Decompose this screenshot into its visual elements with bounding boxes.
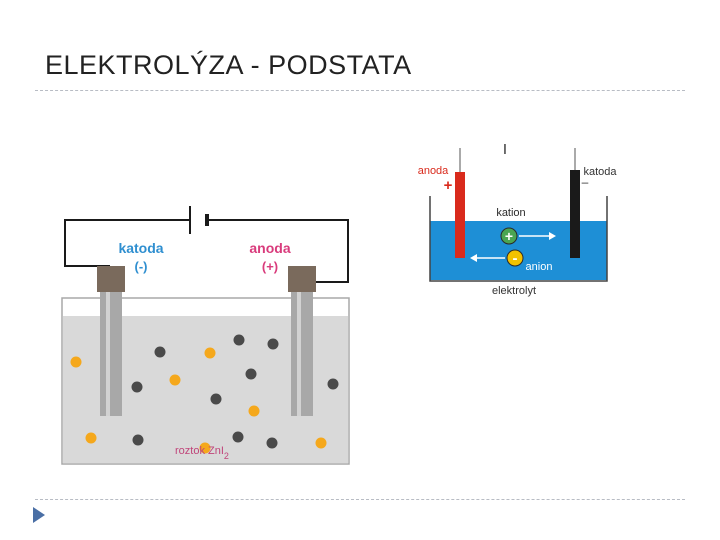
anion-arrowhead	[470, 254, 477, 262]
iodide-ion	[315, 437, 327, 449]
cation-ion	[500, 227, 518, 245]
iodide-ions	[70, 347, 327, 454]
circuit-wire	[64, 219, 349, 283]
solution-label-subscript: 2	[224, 451, 229, 461]
iodide-ion	[70, 356, 82, 368]
zinc-ion	[131, 381, 143, 393]
right-cathode-sign: –	[582, 175, 589, 189]
iodide-ion	[199, 442, 211, 454]
electrolyte-label: elektrolyt	[492, 285, 536, 297]
zinc-ion	[245, 368, 257, 380]
anion-label: anion	[526, 261, 553, 273]
current-symbol: I	[503, 141, 507, 158]
title-divider	[35, 90, 685, 91]
anode-label: anoda	[249, 240, 290, 256]
zinc-ion	[266, 437, 278, 449]
next-slide-arrow-icon[interactable]	[32, 506, 46, 524]
right-anode-sign: +	[444, 177, 453, 194]
cathode-sign: (-)	[135, 259, 148, 274]
zinc-ion	[267, 338, 279, 350]
cathode-electrode	[100, 288, 122, 416]
cathode-electrode-black	[570, 170, 580, 258]
iodide-ion	[248, 405, 260, 417]
solution-label-text: roztok ZnI	[175, 445, 224, 457]
slide-title: ELEKTROLÝZA - PODSTATA	[45, 50, 412, 80]
right-anode-label: anoda	[418, 165, 449, 177]
anode-sign: (+)	[262, 259, 278, 274]
zinc-ions	[131, 334, 339, 449]
right-cathode-label: katoda	[583, 166, 617, 178]
cell-vessel	[429, 196, 608, 282]
anode-electrode-red	[455, 172, 465, 258]
cathode-label: katoda	[118, 240, 163, 256]
cation-label: kation	[496, 207, 525, 219]
anode-electrode-shine	[297, 288, 301, 416]
anion-ion	[506, 249, 524, 267]
anion-ion-symbol: -	[513, 250, 518, 267]
cation-arrowhead	[549, 232, 556, 240]
footer-divider	[35, 499, 685, 500]
iodide-ion	[169, 374, 181, 386]
zinc-ion	[232, 431, 244, 443]
cathode-clamp	[97, 266, 125, 292]
cation-ion-symbol: +	[505, 228, 513, 244]
zinc-ion	[327, 378, 339, 390]
zinc-ion	[132, 434, 144, 446]
iodide-ion	[204, 347, 216, 359]
anode-clamp	[288, 266, 316, 292]
cathode-electrode-shine	[106, 288, 110, 416]
zinc-ion	[233, 334, 245, 346]
zinc-ion	[210, 393, 222, 405]
zinc-ion	[154, 346, 166, 358]
anode-electrode	[291, 288, 313, 416]
solution-label: roztok ZnI2	[175, 445, 229, 461]
iodide-ion	[85, 432, 97, 444]
